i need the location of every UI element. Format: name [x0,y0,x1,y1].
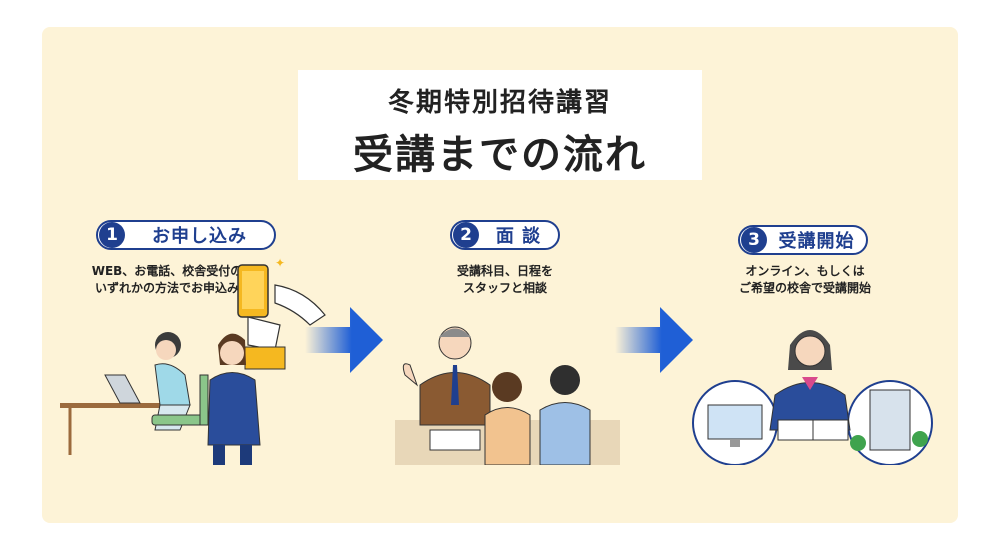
arrow-right-icon [305,307,383,373]
title-box: 冬期特別招待講習 受講までの流れ [298,70,702,180]
student-studying-icon [692,330,933,465]
step-3-label: 受講開始 [778,231,855,252]
page-title: 受講までの流れ [353,132,647,178]
step-3-pill: 3 受講開始 [738,225,868,255]
step-2-label: 面 談 [495,226,542,247]
step-3-description: オンライン、もしくは ご希望の校舎で受講開始 [738,264,871,295]
page-subtitle: 冬期特別招待講習 [387,88,612,118]
receptionist-and-student-icon: ✦ [60,256,326,465]
consultation-meeting-icon [395,326,620,465]
step-1-number: 1 [99,222,125,248]
step-2-number: 2 [453,222,479,248]
step-1-pill: 1 お申し込み [96,220,276,250]
step-1-label: お申し込み [152,226,247,247]
step-3-number: 3 [741,227,767,253]
step-1-description: WEB、お電話、校舎受付の いずれかの方法でお申込み [91,264,243,295]
step-2-pill: 2 面 談 [450,220,560,250]
arrow-right-icon [615,307,693,373]
svg-text:✦: ✦ [275,256,285,270]
step-2-description: 受講科目、日程を スタッフと相談 [456,264,553,295]
